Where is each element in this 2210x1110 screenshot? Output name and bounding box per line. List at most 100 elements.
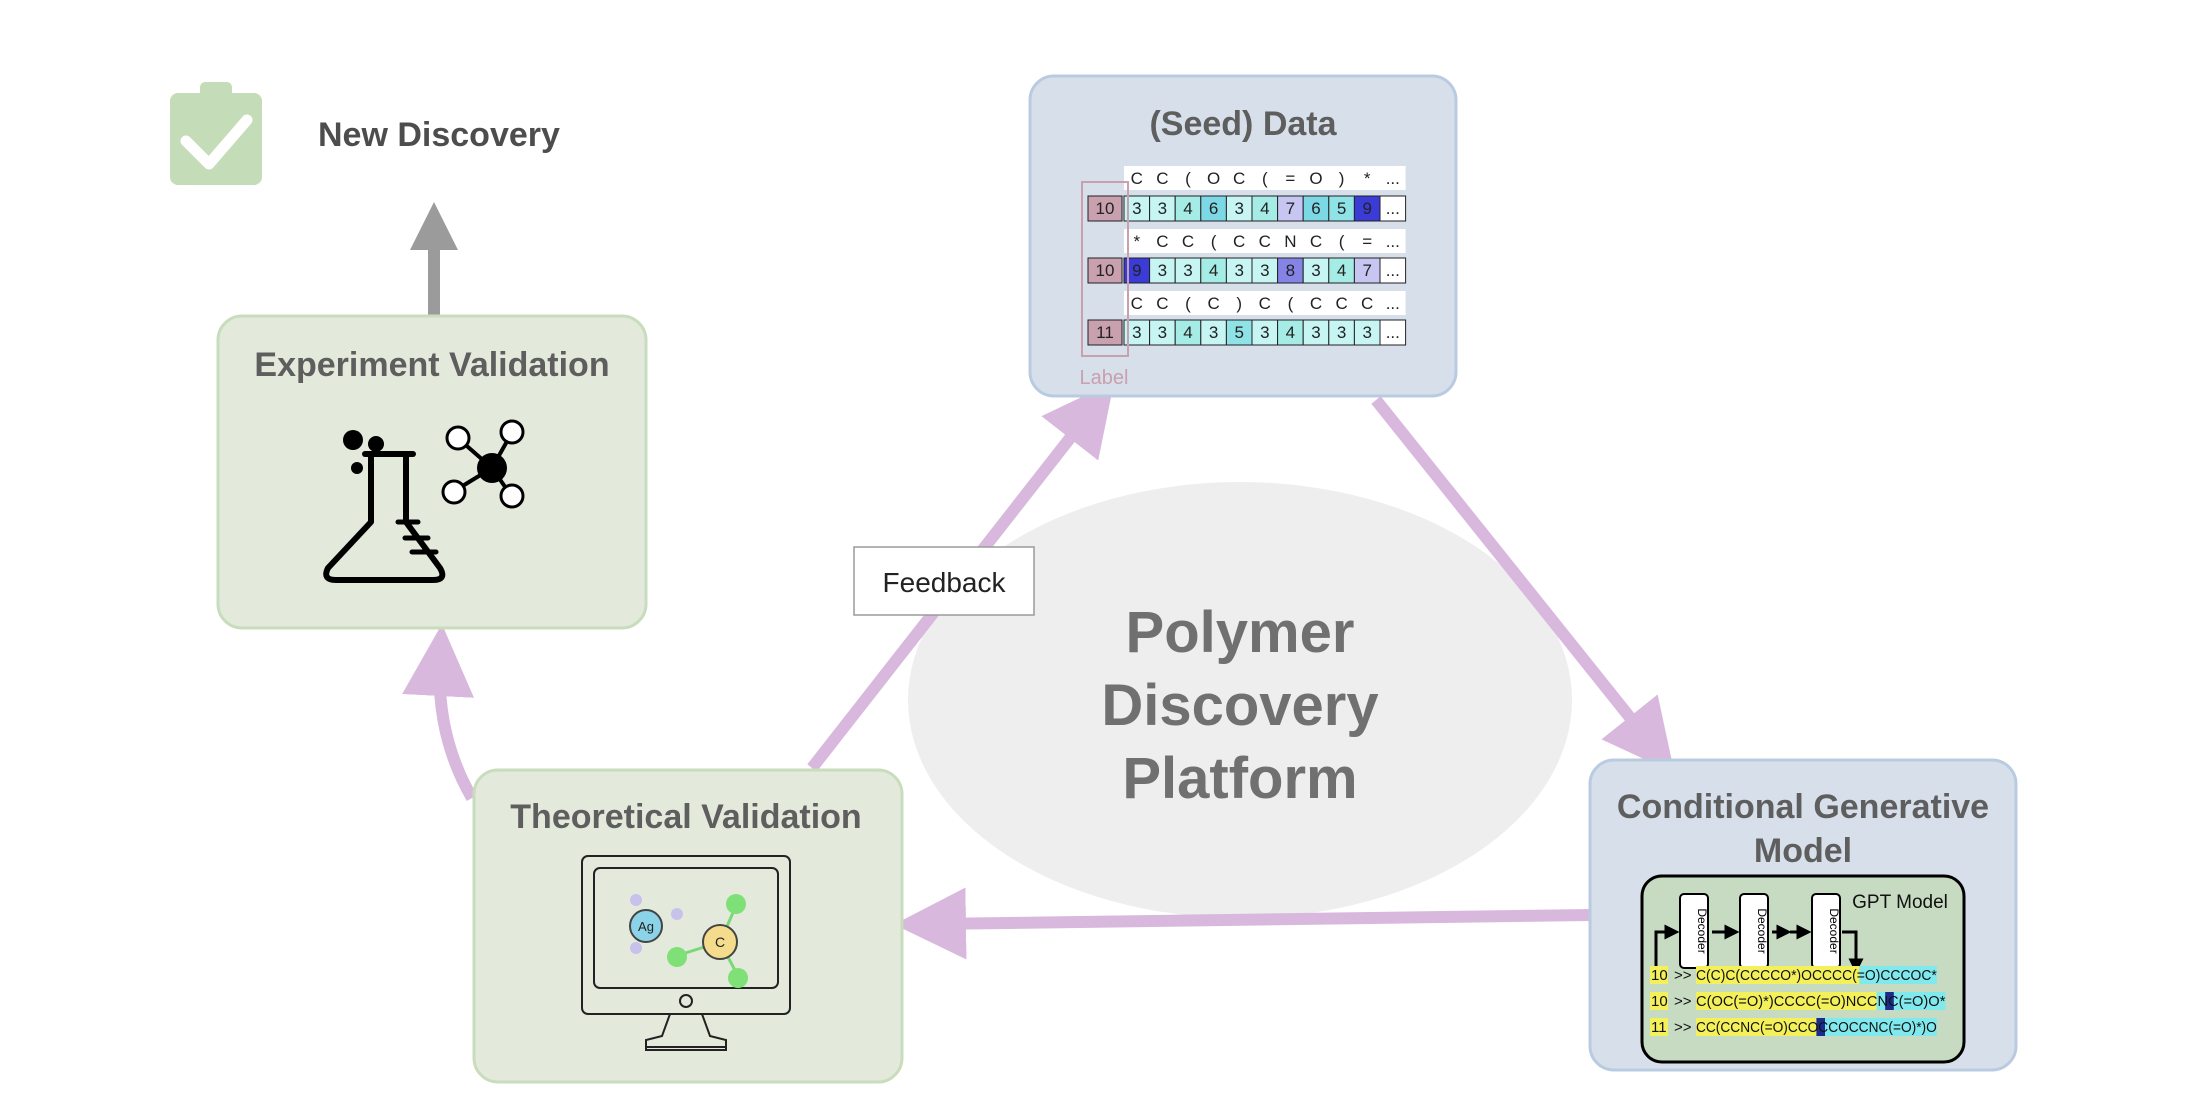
output-label: 10 (1651, 993, 1668, 1010)
token-char: C (1131, 294, 1143, 313)
smiles-generated-highlight (1859, 966, 1937, 984)
atoms-illustration: Ag C (629, 894, 748, 988)
arrow-theoretical-to-experiment (402, 624, 478, 802)
smiles-token-highlight (1885, 992, 1894, 1010)
experiment-validation-title: Experiment Validation (254, 346, 609, 384)
token-char: * (1364, 169, 1371, 188)
token-id-text: 3 (1158, 323, 1167, 342)
token-id-cell (1328, 257, 1355, 284)
token-char: C (1335, 294, 1347, 313)
token-char: * (1133, 232, 1140, 251)
token-char: C (1156, 294, 1168, 313)
token-char: = (1285, 169, 1295, 188)
model-outputs: 10>>C(C)C(CCCCO*)OCCCC(=O)CCCOC*10>>C(OC… (1650, 966, 1946, 1036)
token-id-text: 4 (1183, 323, 1192, 342)
label-cell (1087, 319, 1123, 346)
token-id-cell (1251, 319, 1279, 346)
token-id-text: 5 (1234, 323, 1243, 342)
atom-c-label: C (715, 934, 725, 950)
output-label-highlight (1650, 1018, 1668, 1036)
token-char: O (1207, 169, 1220, 188)
token-id-cell (1379, 319, 1407, 346)
token-char: C (1310, 232, 1322, 251)
token-id-cell (1328, 319, 1355, 346)
token-row (1124, 291, 1406, 315)
token-char: C (1131, 169, 1143, 188)
decoder-label: Decoder (1695, 908, 1709, 953)
smiles-generated-highlight (1876, 992, 1946, 1010)
token-char: ) (1236, 294, 1242, 313)
token-id-text: ... (1386, 323, 1400, 342)
token-id-text: 4 (1209, 261, 1218, 280)
token-char: C (1259, 232, 1271, 251)
label-cell-text: 10 (1096, 261, 1115, 280)
token-id-cell (1174, 319, 1202, 346)
output-smiles: C(OC(=O)*)CCCC(=O)NCCNC(=O)O* (1696, 993, 1946, 1010)
center-ellipse (908, 482, 1572, 918)
theoretical-validation-title: Theoretical Validation (510, 798, 861, 836)
token-id-text: 4 (1183, 199, 1192, 218)
token-id-cell (1277, 195, 1304, 222)
output-smiles: CC(CCNC(=O)CCOCCOCCNC(=O)*)O (1696, 1019, 1937, 1036)
seed-data-title: (Seed) Data (1149, 105, 1337, 143)
input-arrow (1654, 924, 1680, 976)
token-id-text: 3 (1311, 323, 1320, 342)
decoder-label: Decoder (1755, 908, 1769, 953)
token-char: C (1233, 232, 1245, 251)
token-id-text: 3 (1362, 323, 1371, 342)
smiles-token-highlight (1816, 1018, 1825, 1036)
token-char: O (1309, 169, 1322, 188)
token-char: C (1233, 169, 1245, 188)
smiles-condition-highlight (1696, 966, 1860, 984)
gpt-model-label: GPT Model (1852, 892, 1948, 913)
token-id-cell (1174, 195, 1202, 222)
token-id-text: 6 (1311, 199, 1320, 218)
token-id-cell (1200, 257, 1227, 284)
token-id-text: 3 (1158, 199, 1167, 218)
token-id-cell (1251, 195, 1279, 222)
output-smiles: C(C)C(CCCCO*)OCCCC(=O)CCCOC* (1696, 967, 1937, 984)
output-label: 11 (1651, 1019, 1667, 1036)
token-id-text: ... (1386, 261, 1400, 280)
token-id-text: 6 (1209, 199, 1218, 218)
token-char: ( (1211, 232, 1217, 251)
smiles-condition-highlight (1696, 992, 1877, 1010)
token-id-text: 4 (1286, 323, 1295, 342)
token-char: C (1310, 294, 1322, 313)
token-id-text: 3 (1260, 323, 1269, 342)
token-row (1124, 229, 1406, 253)
token-id-text: 3 (1260, 261, 1269, 280)
output-label: 10 (1651, 967, 1668, 984)
token-id-text: ... (1386, 199, 1400, 218)
token-id-cell (1353, 257, 1381, 284)
label-cell (1087, 257, 1123, 284)
token-id-text: 3 (1132, 323, 1141, 342)
token-id-text: 5 (1337, 199, 1346, 218)
clipboard-check-icon (170, 82, 262, 185)
output-arrow (1842, 930, 1864, 974)
token-id-cell (1225, 257, 1253, 284)
arrow-model-to-theoretical (894, 887, 1591, 960)
token-id-text: 3 (1158, 261, 1167, 280)
token-id-cell (1225, 319, 1253, 346)
new-discovery-label: New Discovery (318, 116, 560, 154)
atom-ag-label: Ag (638, 919, 654, 934)
token-id-text: 3 (1311, 261, 1320, 280)
center-label-line-1: Polymer (1126, 600, 1355, 665)
token-char: ( (1185, 169, 1191, 188)
token-id-text: 7 (1362, 261, 1371, 280)
label-column-outline (1081, 181, 1129, 357)
molecule-icon (441, 419, 525, 509)
token-id-text: 3 (1337, 323, 1346, 342)
experiment-validation-box (216, 314, 648, 630)
center-label-line-3: Platform (1122, 746, 1357, 811)
generative-model-title-line-1: Conditional Generative (1617, 788, 1989, 826)
token-id-text: 3 (1209, 323, 1218, 342)
token-char: ( (1339, 232, 1345, 251)
output-prompt: >> (1674, 993, 1692, 1010)
token-id-text: 3 (1234, 199, 1243, 218)
smiles-generated-highlight (1816, 1018, 1937, 1036)
token-id-text: 4 (1337, 261, 1346, 280)
